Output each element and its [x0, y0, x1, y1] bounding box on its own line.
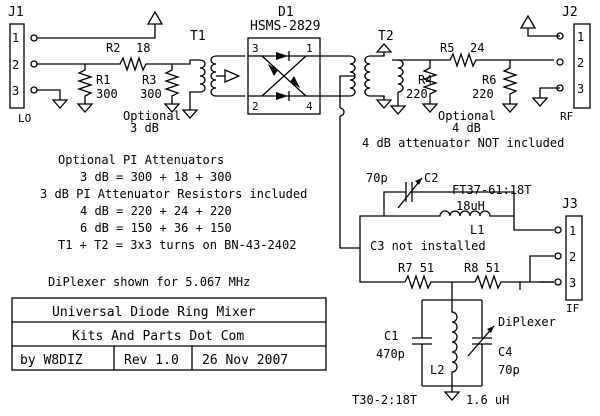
right-attenuator-db: 4 dB [452, 121, 481, 135]
title-block: Universal Diode Ring Mixer Kits And Part… [11, 297, 327, 371]
c1-value: 470p [376, 347, 405, 361]
resistor-r4: R4 220 [406, 60, 439, 113]
j1-label: J1 [8, 5, 24, 20]
j2-pin-2: 2 [577, 56, 584, 70]
t1-label: T1 [190, 29, 206, 44]
note-line-5: 6 dB = 150 + 36 + 150 [80, 221, 232, 235]
j3-pin-2: 2 [569, 250, 576, 264]
j3-name: IF [566, 302, 579, 315]
r3-ref: R3 [142, 73, 156, 87]
l1-ref: L1 [470, 223, 484, 237]
title-block-date: 26 Nov 2007 [202, 353, 288, 368]
ground-symbol-j1 [51, 99, 69, 109]
r5-value: 24 [470, 41, 484, 55]
right-attenuator-optional: Optional [438, 109, 496, 123]
j1-pin-1: 1 [12, 31, 19, 45]
transformer-t2: T2 [339, 29, 394, 249]
d1-part: HSMS-2829 [250, 19, 320, 34]
diplexer-label: DiPlexer [498, 315, 556, 329]
ground-symbol-t1 [181, 109, 199, 119]
j3-label: J3 [562, 197, 578, 212]
c2-value: 70p [366, 171, 388, 185]
j2-pin-1: 1 [577, 30, 584, 44]
j2-pin-3: 3 [577, 82, 584, 96]
resistor-r1: R1 300 [76, 64, 118, 113]
r4-value: 220 [406, 87, 428, 101]
l2-value: 1.6 uH [466, 393, 509, 407]
diplexer-frequency-note: DiPlexer shown for 5.067 MHz [48, 275, 250, 289]
r2-ref: R2 [106, 41, 120, 55]
left-attenuator-db: 3 dB [130, 121, 159, 135]
l2-core: T30-2:18T [352, 393, 417, 407]
note-line-2: 3 dB = 300 + 18 + 300 [80, 170, 232, 184]
c2-ref: C2 [424, 171, 438, 185]
r8-label: R8 51 [464, 261, 500, 275]
d1-pin-3: 3 [252, 42, 259, 55]
resistor-r6: R6 220 [472, 60, 519, 113]
l1-core: FT37-61:18T [452, 183, 531, 197]
j1-pin-3: 3 [12, 84, 19, 98]
j3-pin-3: 3 [569, 276, 576, 290]
j1-pin-2: 2 [12, 58, 19, 72]
transformer-t1: T1 [190, 29, 245, 97]
c1-ref: C1 [384, 329, 398, 343]
notes-block: Optional PI Attenuators 3 dB = 300 + 18 … [40, 153, 307, 252]
r7-label: R7 51 [398, 261, 434, 275]
r1-ref: R1 [96, 73, 110, 87]
connector-j3: J3 1 2 3 IF [554, 197, 583, 315]
title-block-rev: Rev 1.0 [124, 353, 179, 368]
resistor-r3: R3 300 [140, 64, 181, 113]
resistor-r5: R5 24 [430, 41, 510, 69]
ground-symbol-j1-top [146, 10, 164, 25]
t2-label: T2 [378, 29, 394, 44]
l1-value: 18uH [456, 199, 485, 213]
title-block-org: Kits And Parts Dot Com [72, 329, 244, 344]
note-line-6: T1 + T2 = 3x3 turns on BN-43-2402 [58, 238, 296, 252]
c4-value: 70p [498, 363, 520, 377]
note-line-3: 3 dB PI Attenuator Resistors included [40, 187, 307, 201]
diplexer-network: 70p C2 FT37-61:18T 18uH L1 C3 not instal… [352, 171, 556, 407]
r6-value: 220 [472, 87, 494, 101]
r2-value: 18 [136, 41, 150, 55]
title-block-title: Universal Diode Ring Mixer [52, 305, 256, 320]
r3-value: 300 [140, 87, 162, 101]
note-line-1: Optional PI Attenuators [58, 153, 224, 167]
r6-ref: R6 [482, 73, 496, 87]
note-line-4: 4 dB = 220 + 24 + 220 [80, 204, 232, 218]
connector-j1: J1 1 2 3 LO [8, 5, 38, 125]
l2-ref: L2 [430, 363, 444, 377]
diode-ring-d1: D1 HSMS-2829 3 1 2 4 [247, 5, 321, 115]
r4-ref: R4 [418, 73, 432, 87]
title-block-author: by W8DIZ [20, 353, 83, 368]
c4-ref: C4 [498, 345, 512, 359]
d1-pin-2: 2 [252, 100, 259, 113]
j1-name: LO [18, 112, 31, 125]
c3-note: C3 not installed [370, 239, 486, 253]
r5-ref: R5 [440, 41, 454, 55]
d1-pin-1: 1 [306, 42, 313, 55]
left-attenuator-optional: Optional [123, 109, 181, 123]
right-attenuator-note: 4 dB attenuator NOT included [362, 136, 564, 150]
j2-name: RF [560, 110, 573, 123]
resistor-r2: R2 18 [85, 41, 172, 73]
j3-pin-1: 1 [569, 224, 576, 238]
connector-j2: J2 1 2 3 RF [556, 5, 591, 123]
j2-label: J2 [562, 5, 578, 20]
d1-pin-4: 4 [306, 100, 313, 113]
d1-ref: D1 [278, 5, 294, 20]
r1-value: 300 [96, 87, 118, 101]
